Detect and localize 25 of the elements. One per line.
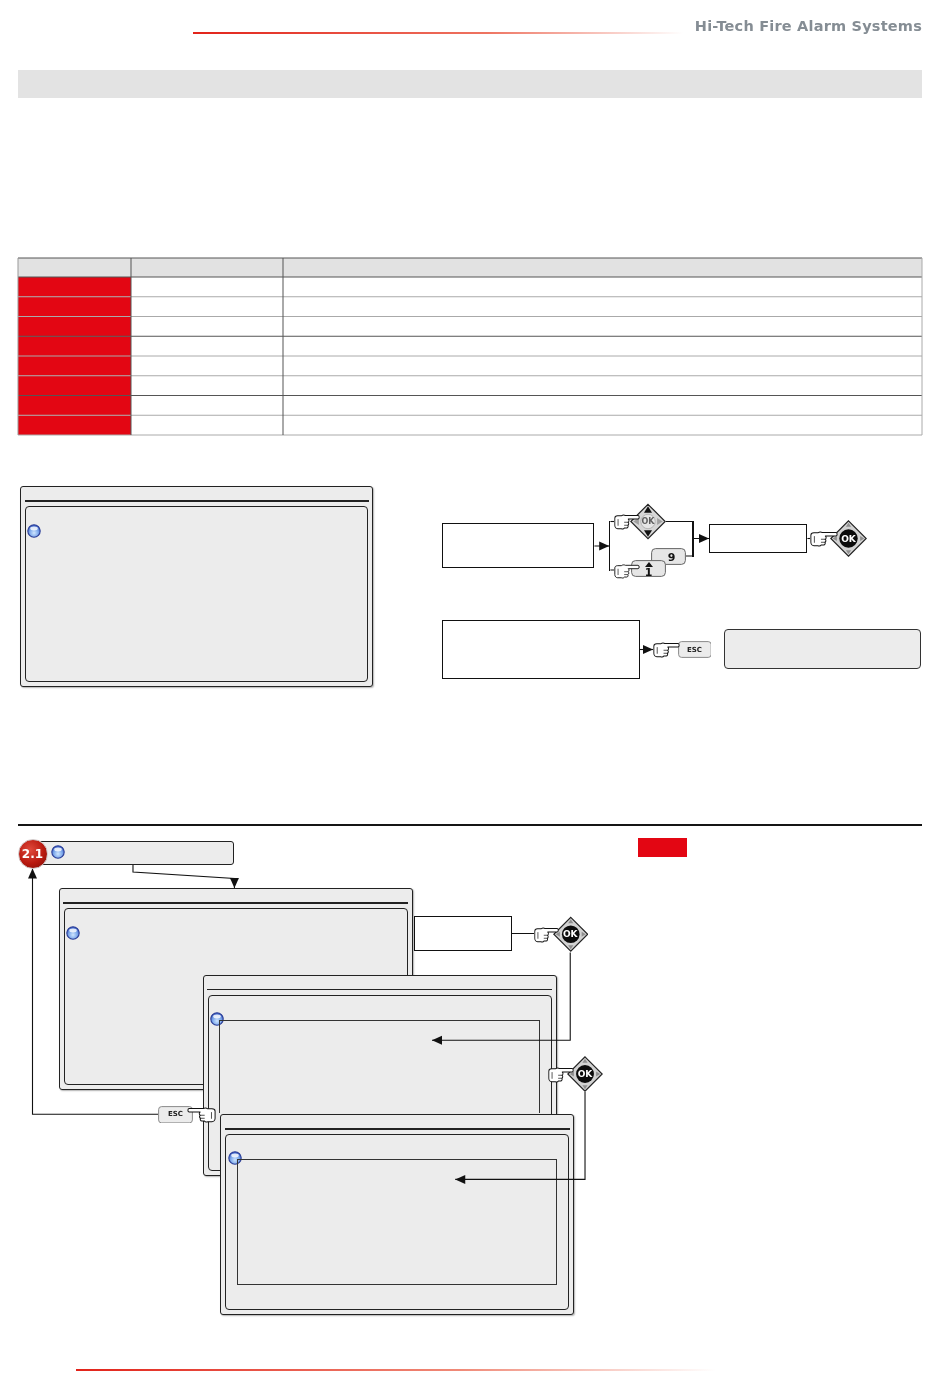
arrow <box>639 645 654 654</box>
connector-line <box>665 520 693 523</box>
step-box <box>413 916 512 951</box>
connector-line <box>511 932 535 935</box>
connector-line <box>609 569 615 571</box>
step-box <box>442 523 595 568</box>
note-tag <box>638 838 687 857</box>
step-badge: 2.1 <box>17 838 48 869</box>
step-box <box>442 620 640 679</box>
arrow <box>132 864 239 889</box>
connector-line <box>806 537 811 540</box>
connector-line <box>685 555 693 557</box>
step-box <box>709 524 808 553</box>
content-frame <box>236 1158 557 1285</box>
number-key: 9 <box>651 548 686 565</box>
tagline: Hi-Tech Fire Alarm Systems <box>694 18 922 34</box>
connector-line <box>609 520 615 523</box>
content-frame <box>219 1020 540 1113</box>
heading-bar <box>18 70 922 98</box>
arrow <box>593 541 610 551</box>
message-panel <box>724 629 921 669</box>
arrow <box>28 868 159 1115</box>
arrow <box>454 1091 586 1184</box>
arrow <box>431 951 571 1045</box>
arrow <box>693 534 710 543</box>
